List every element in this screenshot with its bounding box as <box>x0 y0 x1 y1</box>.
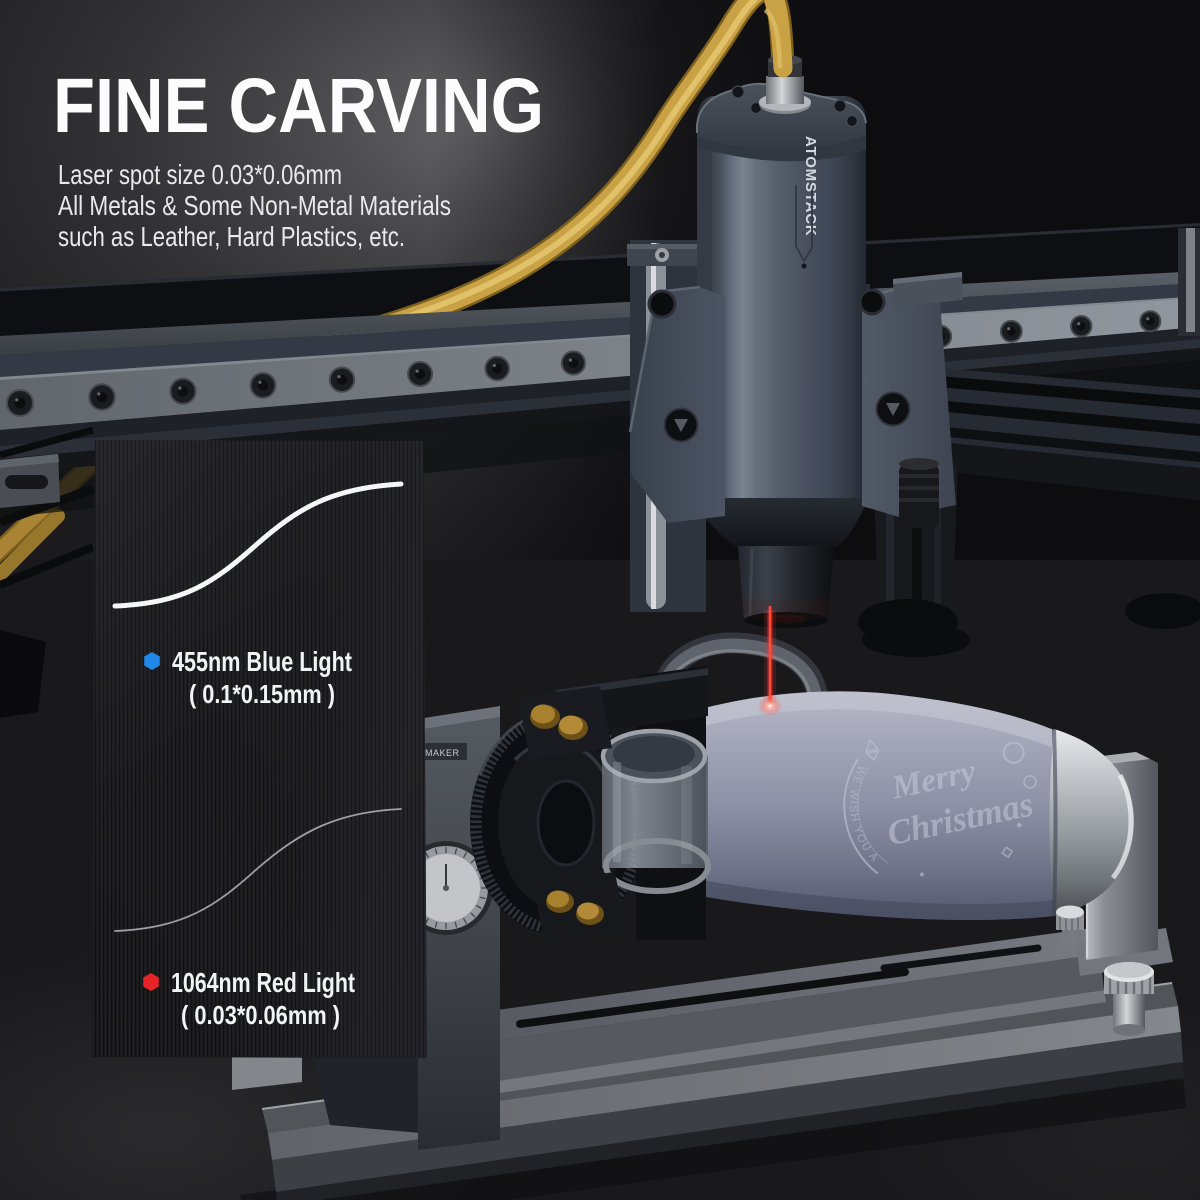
svg-text:MAKER: MAKER <box>425 748 460 758</box>
svg-text:such as Leather, Hard Plastics: such as Leather, Hard Plastics, etc. <box>58 221 405 252</box>
svg-text:( 0.03*0.06mm ): ( 0.03*0.06mm ) <box>181 1000 340 1030</box>
svg-text:( 0.1*0.15mm ): ( 0.1*0.15mm ) <box>189 679 335 709</box>
svg-text:ATOMSTACK: ATOMSTACK <box>802 136 819 237</box>
svg-text:455nm Blue Light: 455nm Blue Light <box>172 646 352 677</box>
svg-text:FINE CARVING: FINE CARVING <box>53 63 544 149</box>
svg-text:All Metals & Some Non-Metal Ma: All Metals & Some Non-Metal Materials <box>58 190 451 221</box>
svg-text:Laser spot size 0.03*0.06mm: Laser spot size 0.03*0.06mm <box>58 159 342 190</box>
svg-text:1064nm Red Light: 1064nm Red Light <box>171 967 355 998</box>
